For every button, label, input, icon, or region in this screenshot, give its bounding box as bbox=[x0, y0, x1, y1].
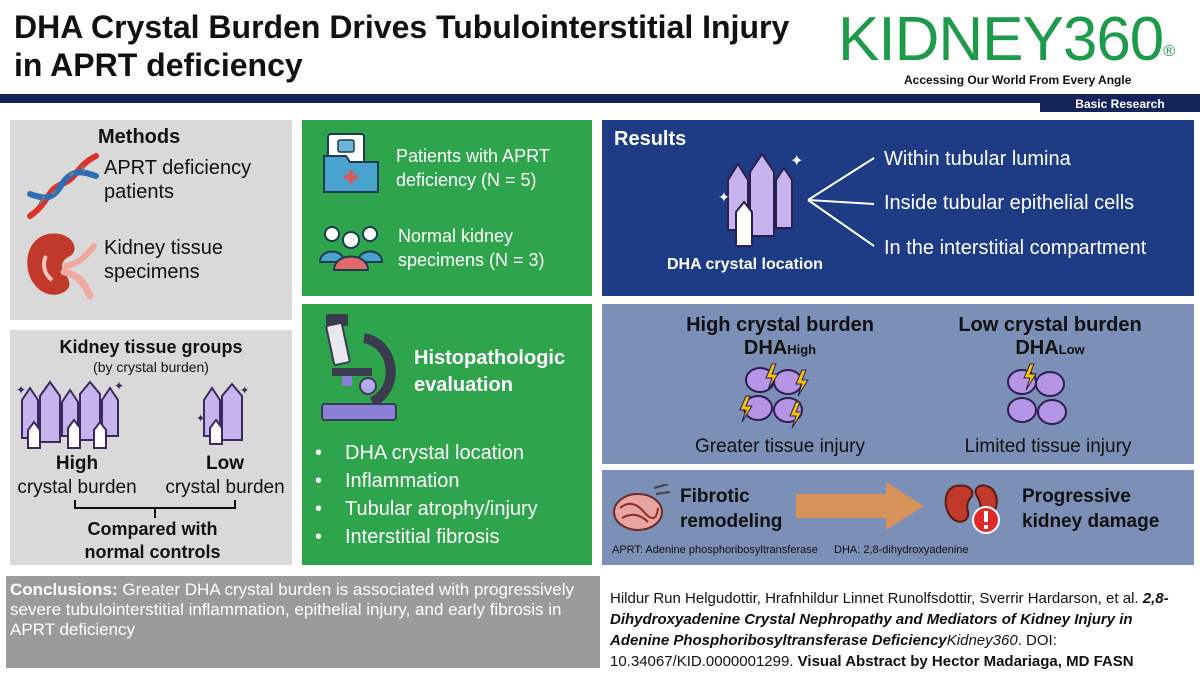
high-injury: Greater tissue injury bbox=[694, 436, 865, 457]
citation: Hildur Run Helgudottir, Hrafnhildur Linn… bbox=[610, 588, 1195, 672]
arrow-icon bbox=[796, 482, 924, 530]
conclusions-body: Greater DHA crystal burden is associated… bbox=[10, 580, 575, 639]
branch-lines bbox=[807, 157, 875, 247]
location-item: Inside tubular epithelial cells bbox=[884, 192, 1135, 214]
abbreviation-dha: DHA: 2,8-dihydroxyadenine bbox=[834, 544, 969, 556]
svg-text:✦: ✦ bbox=[240, 385, 249, 397]
crystal-cluster-icon: ✦ ✦ bbox=[196, 382, 249, 445]
group-low-line1: Low bbox=[206, 453, 244, 474]
category-badge: Basic Research bbox=[1040, 96, 1200, 112]
damage-label: Progressive kidney damage bbox=[1022, 486, 1160, 532]
results-title: Results bbox=[614, 128, 687, 150]
patients-aprt: Patients with APRT deficiency (N = 5) bbox=[396, 146, 550, 190]
high-burden-title: High crystal burden DHAHigh bbox=[650, 314, 910, 361]
grouping-bracket bbox=[74, 500, 236, 518]
methods-item-patients: APRT deficiency patients bbox=[104, 157, 252, 203]
svg-text:✦: ✦ bbox=[790, 153, 803, 170]
patients-normal: Normal kidney specimens (N = 3) bbox=[398, 226, 545, 270]
high-burden-label: High crystal burden bbox=[686, 314, 874, 336]
citation-journal: Kidney360 bbox=[946, 632, 1018, 649]
journal-tagline: Accessing Our World From Every Angle bbox=[904, 73, 1132, 87]
low-dha: DHA bbox=[1015, 337, 1059, 359]
abbreviation-aprt: APRT: Adenine phosphoribosyltransferase bbox=[612, 544, 818, 556]
crystal-cluster-icon: ✦ ✦ bbox=[16, 380, 124, 449]
header-bar bbox=[0, 94, 1200, 103]
journal-logo: KIDNEY360® bbox=[838, 4, 1175, 76]
low-burden-label: Low crystal burden bbox=[958, 314, 1142, 336]
citation-credit: Visual Abstract by Hector Madariaga, MD … bbox=[797, 653, 1134, 670]
methods-title: Methods bbox=[98, 126, 181, 148]
dna-icon bbox=[27, 153, 99, 219]
evaluation-list: DHA crystal location Inflammation Tubula… bbox=[315, 439, 538, 551]
methods-item-specimens: Kidney tissue specimens bbox=[104, 237, 223, 283]
high-dha-sub: High bbox=[787, 342, 817, 357]
kidney-icon bbox=[27, 233, 97, 300]
location-item: In the interstitial compartment bbox=[884, 237, 1147, 259]
group-high-line1: High bbox=[55, 453, 99, 474]
microscope-icon bbox=[321, 314, 397, 421]
group-high-line2: crystal burden bbox=[17, 477, 137, 498]
damaged-kidney-icon bbox=[944, 484, 1000, 534]
compared-label: Compared with normal controls bbox=[84, 519, 221, 562]
svg-text:✦: ✦ bbox=[196, 413, 205, 425]
group-low-label: Low crystal burden bbox=[160, 452, 290, 500]
fibrosis-icon bbox=[613, 484, 670, 531]
conclusions-panel bbox=[6, 576, 600, 668]
group-people-icon bbox=[318, 226, 384, 271]
groups-subtitle: (by crystal burden) bbox=[93, 359, 209, 375]
results-panel bbox=[602, 120, 1194, 296]
citation-doi: . DOI: 10.34067/KID.0000001299. bbox=[610, 632, 1057, 670]
crystal-cluster-icon: ✦ ✦ bbox=[718, 152, 803, 247]
group-high-label: High crystal burden bbox=[12, 452, 142, 500]
svg-text:✦: ✦ bbox=[16, 383, 26, 397]
fibrotic-label: Fibrotic remodeling bbox=[680, 486, 783, 532]
svg-text:✦: ✦ bbox=[114, 380, 124, 393]
evaluation-item: DHA crystal location bbox=[315, 439, 538, 467]
evaluation-item: Interstitial fibrosis bbox=[315, 523, 538, 551]
evaluation-item: Inflammation bbox=[315, 467, 538, 495]
conclusions-label: Conclusions: bbox=[10, 580, 118, 599]
low-dha-sub: Low bbox=[1058, 342, 1085, 357]
logo-text: KIDNEY360 bbox=[838, 5, 1164, 74]
histology-title: Histopathologic evaluation bbox=[414, 347, 566, 396]
location-label: DHA crystal location bbox=[667, 256, 823, 273]
cells-lightning-icon bbox=[739, 363, 809, 429]
cells-lightning-icon bbox=[1007, 363, 1067, 425]
location-item: Within tubular lumina bbox=[884, 148, 1071, 170]
evaluation-item: Tubular atrophy/injury bbox=[315, 495, 538, 523]
low-burden-title: Low crystal burden DHALow bbox=[920, 314, 1180, 361]
groups-title: Kidney tissue groups bbox=[59, 337, 243, 357]
patient-folder-icon bbox=[323, 133, 379, 193]
conclusions-text: Conclusions: Greater DHA crystal burden … bbox=[10, 580, 600, 640]
citation-title: 2,8-Dihydroxyadenine Crystal Nephropathy… bbox=[610, 590, 1169, 649]
high-dha: DHA bbox=[743, 337, 788, 359]
low-injury: Limited tissue injury bbox=[964, 436, 1132, 457]
groups-panel bbox=[10, 330, 292, 565]
page-title: DHA Crystal Burden Drives Tubulointersti… bbox=[14, 9, 790, 83]
citation-authors: Hildur Run Helgudottir, Hrafnhildur Linn… bbox=[610, 590, 1139, 607]
logo-mark: ® bbox=[1163, 43, 1175, 60]
svg-text:✦: ✦ bbox=[718, 189, 730, 205]
group-low-line2: crystal burden bbox=[165, 477, 285, 498]
burden-panel bbox=[602, 304, 1194, 464]
